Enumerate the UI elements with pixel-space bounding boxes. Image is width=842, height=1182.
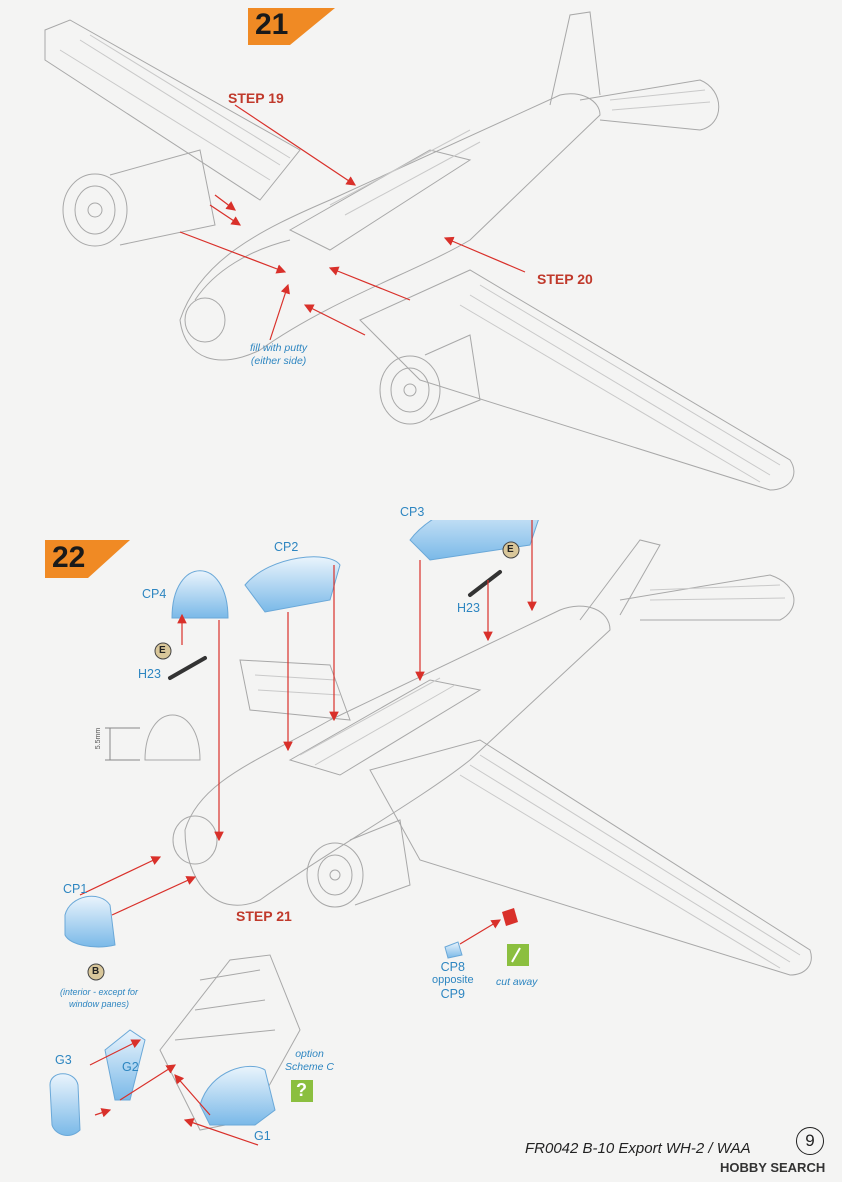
arrow-g2 [94, 1108, 112, 1118]
dimension-label: 5.5mm [95, 727, 103, 750]
option-note: option Scheme C [285, 1048, 334, 1074]
cp4-detail [144, 714, 201, 761]
arrow-g1 [174, 1074, 211, 1116]
step-19-label: STEP 19 [228, 90, 284, 106]
cp2-label: CP2 [274, 540, 299, 554]
paint-e-label-left: E [159, 645, 166, 656]
g1-label: G1 [254, 1129, 271, 1143]
arrow-g3 [89, 1039, 142, 1066]
step-22-number: 22 [52, 541, 86, 574]
vertical-tail [549, 11, 601, 106]
g3-part [49, 1073, 81, 1136]
step-22-illustration [45, 520, 812, 1146]
g2-label: G2 [122, 1060, 139, 1074]
arrow-g1-b [183, 1118, 259, 1146]
tail-22 [579, 539, 661, 621]
paint-e-label-right: E [507, 544, 514, 555]
arrow-cp1-a [79, 856, 162, 896]
cp4-part [171, 570, 229, 619]
cp3-part [409, 520, 539, 561]
step-20-label: STEP 20 [537, 271, 593, 287]
right-engine [379, 355, 441, 425]
g3-label: G3 [55, 1053, 72, 1067]
h23-gun-left [168, 656, 207, 680]
step-21-badge [248, 8, 335, 45]
arrow-step20-c [303, 304, 366, 336]
interior-note-line2: window panes) [68, 998, 130, 1009]
cp8-part [444, 941, 463, 959]
putty-note-line2: (either side) [250, 355, 307, 368]
interior-note-line1: (interior - except for [60, 987, 139, 997]
cp8-cp9-labels: CP8 opposite CP9 [432, 960, 474, 1001]
canopy-frame [288, 679, 482, 776]
arrow-step20-a [443, 236, 526, 273]
paint-b-label: B [92, 966, 100, 977]
h23-label-left: H23 [138, 667, 161, 681]
step-21-illustration [44, 8, 795, 491]
left-engine [62, 173, 128, 247]
page-number: 9 [796, 1127, 824, 1155]
cp4-label: CP4 [142, 587, 167, 601]
h23-gun-right [468, 570, 502, 597]
paint-e-marker-right [502, 541, 520, 559]
interior-note: (interior - except for window panes) [60, 987, 138, 1010]
option-green-box [291, 1080, 313, 1102]
arrow-cp8 [459, 919, 502, 945]
cp1-label: CP1 [63, 882, 88, 896]
watermark: HOBBY SEARCH [720, 1160, 826, 1175]
step-22-badge [45, 540, 130, 578]
cut-away-label: cut away [496, 976, 538, 988]
nose-glazing [184, 297, 226, 343]
arrow-cp1-b [111, 876, 197, 916]
arrow-g3-b [119, 1064, 177, 1101]
paint-e-marker-left [154, 642, 172, 660]
cp8-label: CP8 [440, 960, 465, 974]
footer-title: FR0042 B-10 Export WH-2 / WAA [525, 1140, 751, 1157]
cut-away-green-box [507, 944, 529, 966]
cp2-part [244, 556, 341, 613]
opposite-label: opposite [432, 974, 474, 987]
fuselage-outline [179, 93, 601, 361]
cp1-part [64, 895, 116, 948]
option-line2: Scheme C [285, 1061, 335, 1074]
putty-note-line1: fill with putty [250, 342, 308, 354]
putty-note: fill with putty (either side) [250, 342, 307, 368]
step-21-ref-label: STEP 21 [236, 908, 292, 924]
right-engine-22 [306, 842, 364, 908]
arrow-step20-b [328, 266, 411, 301]
right-wing-outline [359, 269, 795, 491]
h23-label-right: H23 [457, 601, 480, 615]
g1-part [199, 1065, 276, 1126]
fuselage-outline-22 [184, 605, 611, 906]
right-wing-22 [369, 739, 812, 976]
cp9-label: CP9 [440, 987, 465, 1002]
horizontal-stabilizer [579, 79, 720, 131]
arrow-step19-c [179, 231, 287, 274]
option-question-mark: ? [296, 1080, 307, 1100]
cut-away-red-mark [502, 908, 518, 926]
option-line1: option [295, 1048, 324, 1060]
arrow-putty [269, 283, 290, 341]
paint-b-marker [87, 963, 105, 981]
left-wing-outline [44, 19, 301, 201]
arrow-step19-a [234, 104, 356, 186]
cp3-label: CP3 [400, 505, 425, 519]
step-21-number: 21 [255, 8, 289, 41]
nose-detail [159, 954, 301, 1131]
arrow-step19-b [209, 204, 241, 226]
arrow-step19-d [214, 194, 236, 211]
